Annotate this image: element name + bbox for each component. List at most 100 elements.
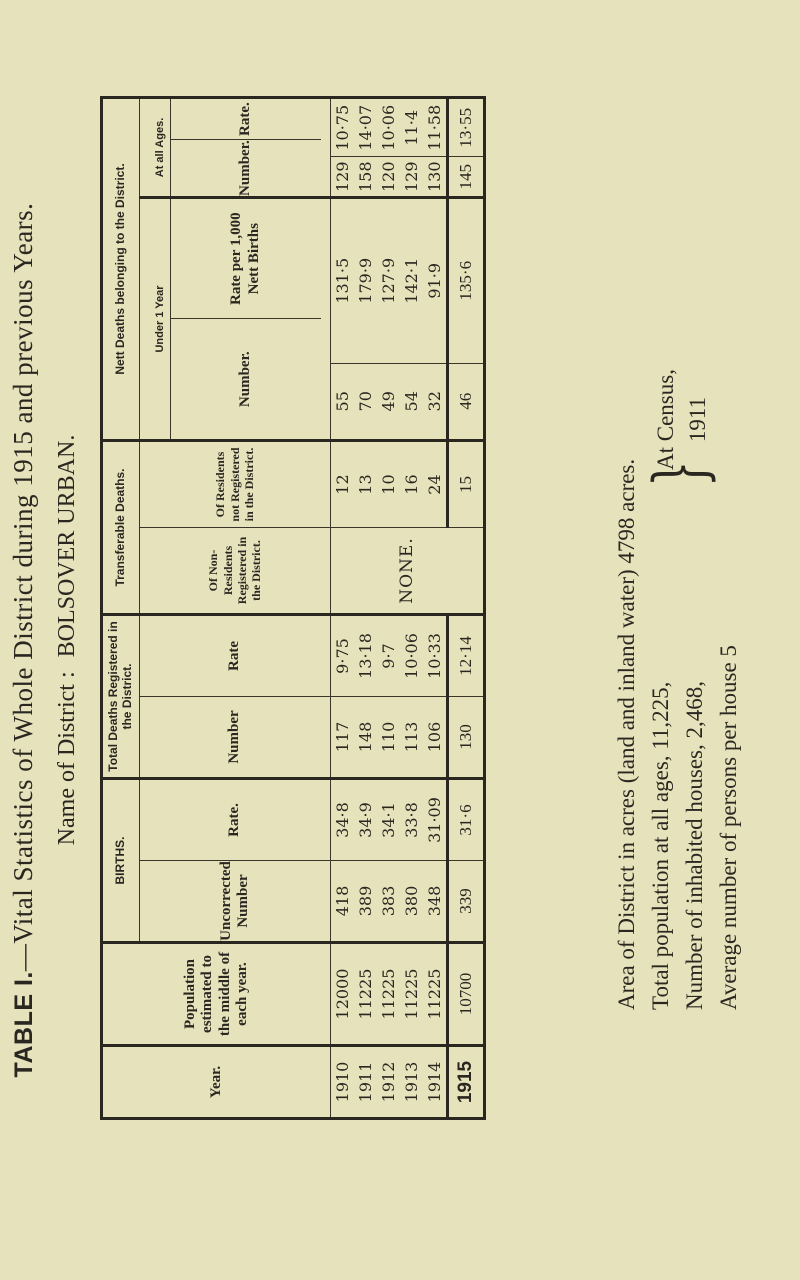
header-allages-group: At all Ages. [149, 99, 171, 196]
table-rows-1910-1914: 1910 1911 1912 1913 1914 12000 11225 112… [330, 97, 485, 1119]
cell-allages-number: 130 [425, 161, 444, 192]
header-under1-number: Number. [170, 318, 321, 439]
cell-under1-number: 49 [379, 391, 398, 412]
cell-year-1915: 1915 [447, 1045, 485, 1119]
cell-deaths-rate: 13·18 [356, 633, 375, 679]
cell-year: 1912 [379, 1061, 398, 1103]
cell-under1-number: 55 [333, 391, 352, 412]
header-births-number: Uncorrected Number [139, 860, 331, 943]
cell-allages-rate: 14·07 [356, 104, 375, 151]
cell-deaths-number-1915: 130 [447, 696, 485, 779]
cell-population: 11225 [379, 968, 398, 1020]
persons-note: Average number of persons per house 5 [716, 645, 741, 1010]
cell-population: 11225 [425, 968, 444, 1020]
cell-allages-rate: 11·58 [425, 104, 444, 151]
district-label: Name of District : [54, 671, 80, 846]
col-births-number: 418 389 383 380 348 [330, 860, 448, 943]
header-births-group: BIRTHS. [101, 778, 140, 943]
cell-under1-rate-1915: 135·6 [447, 197, 485, 364]
cell-allages-number: 120 [379, 161, 398, 192]
col-under1-number: 55 70 49 54 32 [330, 363, 448, 441]
col-births-rate: 34·8 34·9 34·1 33·8 31·09 [330, 778, 448, 861]
col-population: 12000 11225 11225 11225 11225 [330, 942, 448, 1046]
cell-year: 1914 [425, 1061, 444, 1103]
district-line: Name of District : BOLSOVER URBAN. [54, 0, 81, 1280]
cell-deaths-rate: 10·33 [425, 633, 444, 679]
cell-deaths-number: 148 [356, 721, 375, 753]
header-residents-not-registered: Of Residents not Registered in the Distr… [139, 440, 331, 528]
col-residents-not-registered: 12 13 10 16 24 [330, 440, 448, 528]
cell-allages-number-1915: 145 [447, 157, 485, 198]
cell-residents-not-registered: 16 [402, 474, 421, 495]
cell-year: 1910 [333, 1061, 352, 1103]
cell-deaths-rate: 9·7 [379, 643, 398, 669]
census-notes: Area of District in acres (land and inla… [610, 459, 746, 1010]
col-deaths-number: 117 148 110 113 106 [330, 696, 448, 779]
header-transferable-group: Transferable Deaths. [101, 440, 140, 615]
header-under1: Under 1 Year Number. Rate per 1,000 Nett… [139, 197, 331, 441]
cell-deaths-rate-1915: 12·14 [447, 614, 485, 697]
population-note: Total population at all ages, 11,225, [648, 681, 673, 1010]
houses-note: Number of inhabited houses, 2,468, [682, 681, 707, 1010]
header-deaths-rate: Rate [139, 614, 331, 697]
cell-deaths-number: 106 [425, 721, 444, 753]
col-deaths-rate: 9·75 13·18 9·7 10·06 10·33 [330, 614, 448, 697]
cell-population: 11225 [356, 968, 375, 1020]
cell-births-rate: 31·09 [425, 797, 444, 843]
cell-year: 1911 [356, 1061, 375, 1103]
cell-births-number-1915: 339 [447, 860, 485, 943]
cell-births-rate: 33·8 [402, 802, 421, 838]
cell-births-rate: 34·8 [333, 802, 352, 838]
cell-population: 11225 [402, 968, 421, 1020]
cell-births-number: 348 [425, 885, 444, 917]
cell-allages-number: 129 [333, 161, 352, 192]
cell-deaths-number: 117 [333, 721, 352, 753]
cell-allages-number: 129 [402, 161, 421, 192]
cell-population-1915: 10700 [447, 942, 485, 1046]
cell-under1-rate: 127·9 [379, 257, 398, 304]
cell-under1-rate: 179·9 [356, 257, 375, 304]
cell-residents-not-registered: 13 [356, 474, 375, 495]
header-population: Population estimated to the middle of ea… [101, 942, 331, 1046]
area-note: Area of District in acres (land and inla… [614, 458, 639, 1010]
header-year: Year. [101, 1045, 331, 1119]
cell-under1-number: 70 [356, 391, 375, 412]
header-nonresidents: Of Non-Residents Registered in the Distr… [139, 527, 331, 615]
col-allages-rate: 10·75 14·07 10·06 11·4 11·58 [330, 97, 448, 157]
col-under1-rate: 131·5 179·9 127·9 142·1 91·9 [330, 197, 448, 364]
cell-births-number: 389 [356, 885, 375, 917]
cell-under1-number-1915: 46 [447, 363, 485, 441]
cell-residents-not-registered: 24 [425, 474, 444, 495]
cell-births-rate-1915: 31·6 [447, 778, 485, 861]
cell-allages-number: 158 [356, 161, 375, 192]
cell-births-rate: 34·9 [356, 802, 375, 838]
cell-births-number: 380 [402, 885, 421, 917]
header-all-ages: At all Ages. Number. Rate. [139, 97, 331, 198]
census-label: At Census, 1911 [650, 369, 714, 470]
header-allages-number: Number. [170, 139, 321, 196]
cell-deaths-number: 110 [379, 721, 398, 753]
cell-births-rate: 34·1 [379, 802, 398, 838]
census-text: At Census, [653, 369, 678, 470]
cell-under1-rate: 142·1 [402, 257, 421, 304]
table-number: TABLE I. [10, 971, 38, 1078]
cell-under1-rate: 131·5 [333, 257, 352, 304]
cell-allages-rate: 10·75 [333, 104, 352, 151]
header-under1-rate: Rate per 1,000 Nett Births [228, 212, 262, 306]
cell-births-number: 418 [333, 885, 352, 917]
cell-under1-number: 32 [425, 391, 444, 412]
title-text: —Vital Statistics of Whole District duri… [8, 202, 38, 972]
header-under1-group: Under 1 Year [149, 198, 171, 439]
header-nett-deaths-group: Nett Deaths belonging to the District. [101, 97, 140, 441]
col-allages-number: 129 158 120 129 130 [330, 157, 448, 198]
cell-under1-rate: 91·9 [425, 262, 444, 299]
header-total-deaths-group: Total Deaths Registered in the District. [101, 614, 140, 779]
cell-year: 1913 [402, 1061, 421, 1103]
col-year: 1910 1911 1912 1913 1914 [330, 1045, 448, 1119]
header-allages-rate: Rate. [236, 102, 253, 136]
district-name: BOLSOVER URBAN. [54, 434, 80, 658]
page-title: TABLE I.—Vital Statistics of Whole Distr… [8, 0, 39, 1280]
header-births-rate: Rate. [139, 778, 331, 861]
vital-statistics-table: Year. Population estimated to the middle… [100, 96, 486, 1120]
